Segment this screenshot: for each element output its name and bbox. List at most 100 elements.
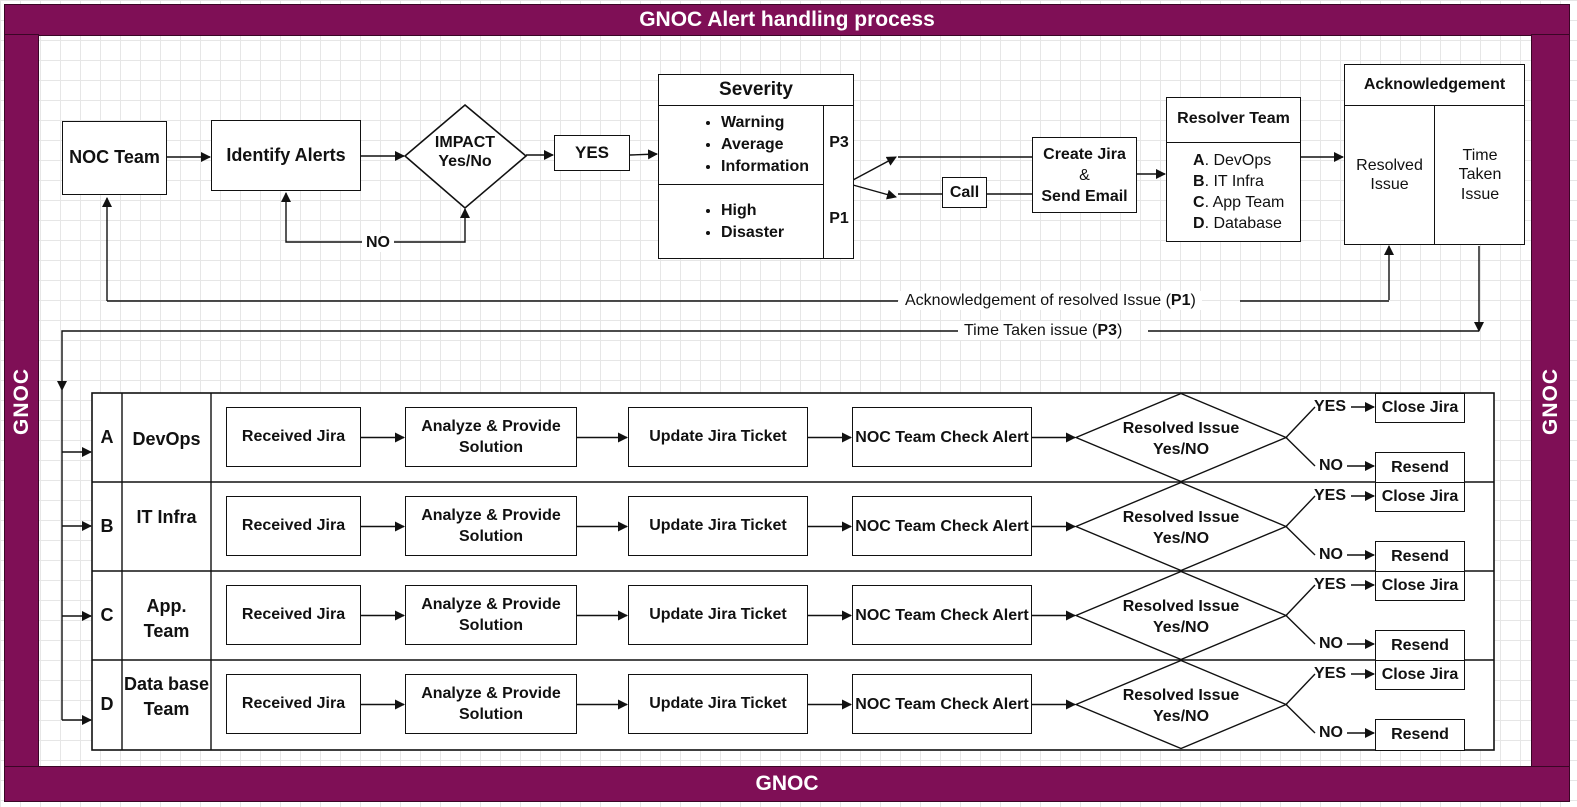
lane-c-decision-diamond [1074,570,1288,661]
lane-d-resend: Resend [1375,719,1465,751]
lane-d-decision-diamond [1074,659,1288,750]
ack-resolved-cell: Resolved Issue [1345,106,1435,244]
lane-c-close-jira: Close Jira [1375,571,1465,601]
resolver-team-box: Resolver Team A. DevOps B. IT Infra C. App… [1166,97,1301,242]
arrow-severity-p3 [852,156,897,181]
lane-c-analyze-solution: Analyze & Provide Solution [405,585,577,645]
lane-a-yes-label: YES [1314,398,1347,415]
lane-c-decision-line2: Yes/NO [1152,618,1210,636]
ack-time-cell: Time Taken Issue [1436,106,1524,244]
resolver-item-1: B. IT Infra [1193,173,1264,190]
lane-b-analyze-solution: Analyze & Provide Solution [405,496,577,556]
severity-p3-item-1: Average [721,134,809,156]
yes-box: YES [554,135,630,171]
lane-a-no-label: NO [1319,457,1343,474]
resolver-item-2: C. App Team [1193,194,1285,211]
lane-c-team: App. Team [143,595,190,641]
lane-c-yes-branch [1285,584,1316,616]
ack-resolved-label: Resolved Issue [1356,156,1423,193]
yes-label: YES [574,142,610,162]
lane-b-close-jira: Close Jira [1375,482,1465,512]
lane-b-no-branch [1285,526,1316,556]
lane-c-no-branch [1285,615,1316,645]
impact-label: IMPACT Yes/No [415,133,515,171]
call-label: Call [949,183,980,201]
lane-b-yes-label: YES [1314,487,1347,504]
create-jira-box: Create Jira & Send Email [1032,137,1137,213]
lane-a-no-branch [1285,437,1316,467]
lane-d-analyze-solution: Analyze & Provide Solution [405,674,577,734]
lane-a-decision-diamond [1074,392,1288,483]
left-band: GNOC [4,34,39,768]
impact-diamond [403,103,528,210]
title-band: GNOC Alert handling process [4,4,1570,36]
lane-b-noc-check: NOC Team Check Alert [852,496,1032,556]
lane-a-update-ticket: Update Jira Ticket [628,407,808,467]
lane-b-resend: Resend [1375,541,1465,573]
create-jira-line2: & [1079,166,1090,184]
lane-c-resend: Resend [1375,630,1465,662]
lane-a-decision-line1: Resolved Issue [1122,419,1240,437]
lane-a-resend: Resend [1375,452,1465,484]
call-box: Call [942,177,987,208]
lane-b-decision-line2: Yes/NO [1152,529,1210,547]
severity-p1-label: P1 [829,210,849,227]
arrow-yes-to-severity [629,149,658,160]
lane-b-received-jira: Received Jira [226,496,361,556]
severity-p1-list: HighDisaster [659,200,784,244]
lane-c-no-label: NO [1319,635,1343,652]
lane-c-yes-label: YES [1314,576,1347,593]
impact-no-label: NO [362,233,394,253]
lane-c-decision-line1: Resolved Issue [1122,597,1240,615]
resolver-item-0: A. DevOps [1193,152,1272,169]
severity-p3-item-2: Information [721,156,809,178]
severity-p3-label: P3 [829,134,849,151]
lane-a-received-jira: Received Jira [226,407,361,467]
lane-b-yes-branch [1285,495,1316,527]
lane-d-yes-branch [1285,673,1316,705]
line-time-left [57,330,958,391]
severity-p1-item-0: High [721,200,784,222]
lane-d-no-label: NO [1319,724,1343,741]
lane-c-letter: C [100,604,114,625]
lane-b-no-label: NO [1319,546,1343,563]
lane-c-noc-check: NOC Team Check Alert [852,585,1032,645]
severity-title: Severity [659,75,853,106]
acknowledgement-title: Acknowledgement [1345,65,1524,106]
lane-b-letter: B [100,515,114,536]
noc-team-label: NOC Team [69,147,160,168]
right-band: GNOC [1531,34,1570,768]
diagram-title: GNOC Alert handling process [639,8,935,31]
arrow-severity-p1 [852,184,897,200]
lane-d-decision-line1: Resolved Issue [1122,686,1240,704]
severity-p1-item-1: Disaster [721,222,784,244]
severity-p1-cell: HighDisaster [659,185,824,258]
noc-team-box: NOC Team [62,121,167,195]
lane-a-yes-branch [1285,406,1316,438]
acknowledgement-box: Acknowledgement Resolved Issue Time Take… [1344,64,1525,245]
lane-c-update-ticket: Update Jira Ticket [628,585,808,645]
create-jira-line1: Create Jira [1043,145,1126,163]
lane-d-update-ticket: Update Jira Ticket [628,674,808,734]
lane-b-decision-diamond [1074,481,1288,572]
lane-b-decision-line1: Resolved Issue [1122,508,1240,526]
identify-alerts-box: Identify Alerts [211,120,361,191]
impact-line2: Yes/No [438,153,492,171]
lane-d-decision-line2: Yes/NO [1152,707,1210,725]
impact-line1: IMPACT [434,134,496,151]
lane-d-no-branch [1285,704,1316,734]
time-feedback-label: Time Taken issue (P3) [958,321,1129,341]
resolver-team-title: Resolver Team [1167,98,1300,143]
lane-b-update-ticket: Update Jira Ticket [628,496,808,556]
identify-alerts-label: Identify Alerts [226,144,346,165]
arrow-no-to-identify [281,192,373,243]
lane-b-team: IT Infra [136,506,197,527]
lane-d-noc-check: NOC Team Check Alert [852,674,1032,734]
footer-band: GNOC [4,766,1570,802]
severity-p3-item-0: Warning [721,112,809,134]
lane-c-received-jira: Received Jira [226,585,361,645]
lane-a-noc-check: NOC Team Check Alert [852,407,1032,467]
